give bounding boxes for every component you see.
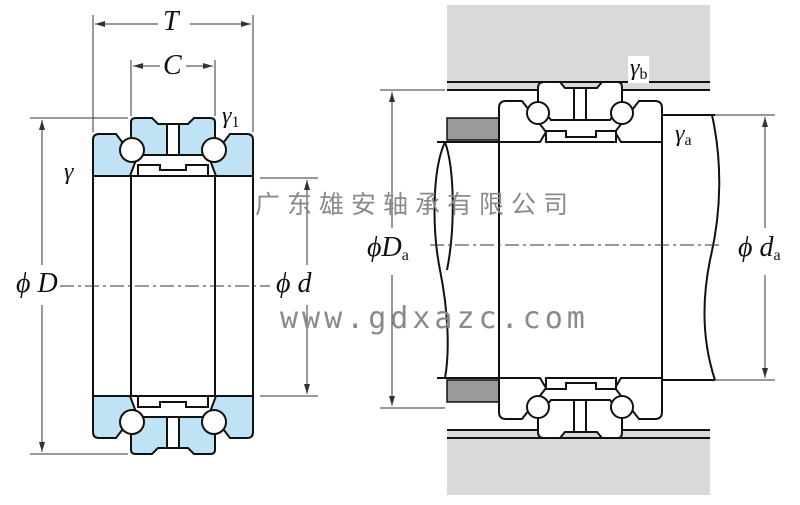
housing — [446, 5, 710, 495]
ball-top-left — [119, 137, 145, 163]
label-da-main: d — [759, 232, 774, 263]
spacer-top — [446, 117, 500, 141]
shaft — [433, 114, 721, 381]
label-rb-sub: b — [639, 66, 648, 83]
watermark-company: 广东雄安轴承有限公司 — [255, 190, 576, 219]
label-D-main: D — [37, 268, 58, 299]
label-D: ϕ D — [16, 270, 58, 298]
ball-top-right — [201, 137, 227, 163]
label-d: ϕ d — [276, 270, 312, 298]
label-rb-main: γ — [630, 55, 640, 81]
label-T: T — [163, 6, 179, 37]
label-D-prefix: ϕ — [16, 268, 31, 299]
watermark-website: www.gdxazc.com — [280, 301, 589, 336]
right-bearing — [498, 81, 663, 439]
label-da: ϕ da — [738, 234, 781, 264]
ball-bottom-right — [201, 409, 227, 435]
label-d-prefix: ϕ — [276, 268, 291, 299]
label-ra: γa — [675, 122, 692, 149]
label-d-main: d — [297, 268, 312, 299]
outer-ring-bottom-left — [92, 395, 138, 439]
label-r1-sub: 1 — [231, 114, 240, 131]
left-dimensions — [30, 15, 318, 455]
label-Da-main: D — [381, 232, 402, 263]
ball-bottom-left — [119, 409, 145, 435]
outer-ring-top-right — [208, 133, 254, 177]
label-r1-main: γ — [222, 103, 232, 129]
label-ra-sub: a — [684, 132, 692, 149]
label-ra-main: γ — [675, 121, 685, 147]
label-da-prefix: ϕ — [738, 232, 753, 263]
right-dimensions — [380, 89, 775, 409]
label-rb: γb — [628, 55, 650, 83]
label-Da: ϕDa — [367, 234, 409, 264]
spacer-bottom — [446, 379, 500, 403]
label-C: C — [163, 50, 182, 81]
label-r1: γ1 — [222, 104, 239, 131]
label-Da-prefix: ϕ — [367, 232, 382, 263]
outer-ring-bottom-right — [208, 395, 254, 439]
outer-ring-top-left — [92, 133, 138, 177]
label-da-sub: a — [773, 247, 781, 264]
label-r: γ — [64, 159, 74, 185]
left-bearing — [92, 117, 254, 455]
label-Da-sub: a — [401, 247, 409, 264]
